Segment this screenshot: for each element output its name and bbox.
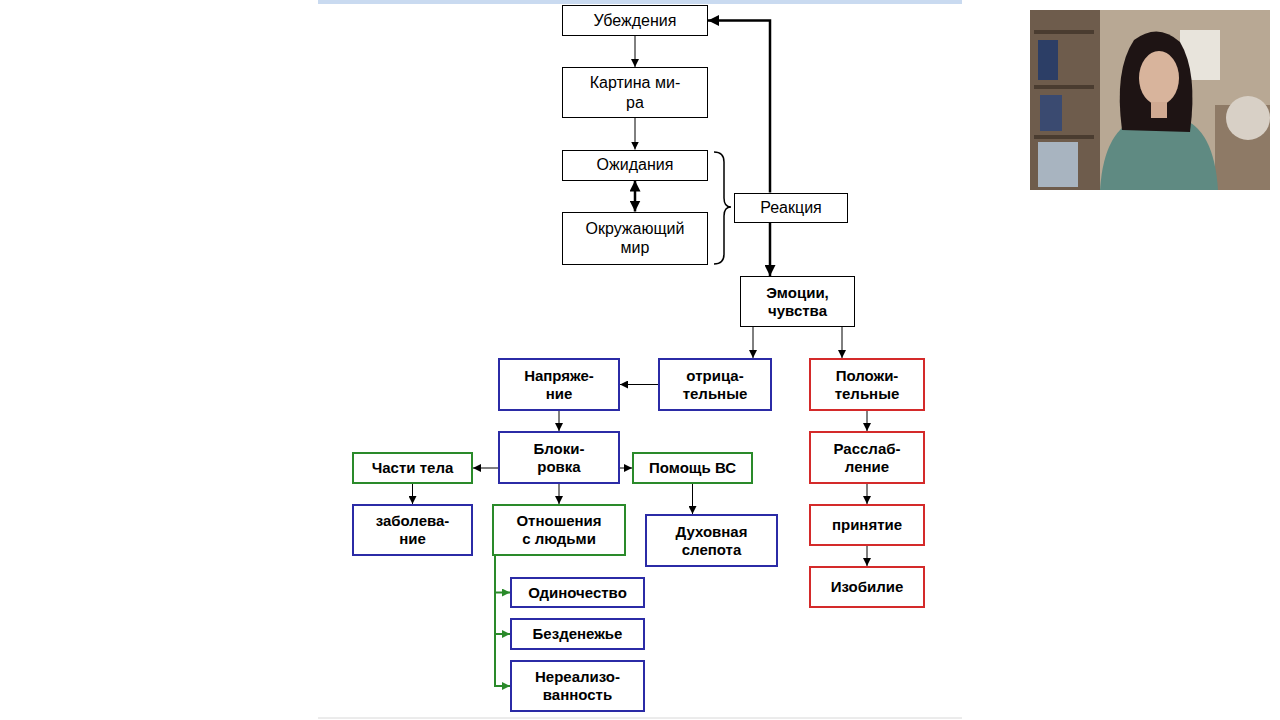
connector-arrow bbox=[495, 556, 510, 593]
box-label: Картина ми- ра bbox=[590, 73, 680, 111]
book-stack bbox=[1038, 142, 1078, 187]
shelf-board bbox=[1034, 135, 1094, 139]
bookshelf bbox=[1030, 10, 1100, 190]
process-box: Части тела bbox=[352, 452, 473, 484]
connector-arrow bbox=[769, 223, 772, 277]
process-box: Положи- тельные bbox=[809, 358, 925, 411]
award-plaque bbox=[1040, 95, 1062, 131]
connector-arrow bbox=[867, 484, 868, 504]
process-box: Напряже- ние bbox=[498, 358, 620, 411]
connector-arrow bbox=[867, 411, 868, 431]
process-box: Окружающий мир bbox=[562, 212, 708, 265]
connector-arrow bbox=[559, 411, 560, 431]
box-label: Убеждения bbox=[594, 11, 677, 30]
process-box: Убеждения bbox=[562, 5, 708, 36]
box-label: отрица- тельные bbox=[683, 367, 748, 403]
process-box: отрица- тельные bbox=[658, 358, 772, 411]
connector-arrow bbox=[473, 468, 498, 469]
process-box: Духовная слепота bbox=[645, 514, 778, 567]
process-box: Изобилие bbox=[809, 566, 925, 608]
box-label: Отношения с людьми bbox=[516, 512, 601, 548]
process-box: Расслаб- ление bbox=[809, 431, 925, 484]
process-box: Эмоции, чувства bbox=[740, 276, 855, 327]
connector-arrow bbox=[635, 36, 636, 67]
connector-arrow bbox=[867, 546, 868, 566]
process-box: Ожидания bbox=[562, 150, 708, 181]
lamp bbox=[1226, 96, 1270, 140]
curly-brace bbox=[714, 152, 731, 264]
box-label: Напряже- ние bbox=[524, 367, 594, 403]
webcam-background bbox=[1030, 10, 1270, 190]
box-label: Ожидания bbox=[597, 155, 674, 174]
box-label: Одиночество bbox=[528, 584, 627, 602]
process-box: Картина ми- ра bbox=[562, 67, 708, 118]
box-label: Блоки- ровка bbox=[534, 440, 585, 476]
slide-top-strip bbox=[318, 0, 962, 4]
box-label: Окружающий мир bbox=[586, 219, 685, 257]
connector-arrow bbox=[559, 484, 560, 504]
connector-arrow bbox=[495, 556, 510, 634]
box-label: Эмоции, чувства bbox=[766, 284, 829, 320]
connector-arrow bbox=[495, 556, 510, 686]
connector-arrow bbox=[412, 484, 413, 504]
box-label: Безденежье bbox=[533, 625, 623, 643]
process-box: Одиночество bbox=[510, 577, 645, 608]
box-label: принятие bbox=[832, 516, 902, 534]
shelf-board bbox=[1034, 85, 1094, 89]
connector-arrow bbox=[635, 118, 636, 150]
connector-arrow bbox=[620, 384, 658, 385]
person-hair bbox=[1120, 31, 1193, 132]
connector-arrow bbox=[753, 327, 754, 358]
process-box: Безденежье bbox=[510, 618, 645, 650]
box-label: Реакция bbox=[760, 198, 822, 217]
connector-arrow bbox=[634, 181, 637, 212]
award-plaque bbox=[1038, 40, 1058, 80]
connector-arrow bbox=[842, 327, 843, 358]
box-label: Помощь ВС bbox=[649, 459, 736, 477]
connector-arrow bbox=[620, 468, 632, 469]
connector-arrow bbox=[692, 484, 693, 514]
webcam-illustration bbox=[1030, 10, 1270, 190]
person-neck bbox=[1151, 102, 1167, 118]
box-label: Нереализо- ванность bbox=[535, 668, 620, 704]
process-box: Отношения с людьми bbox=[492, 504, 626, 556]
box-label: заболева- ние bbox=[376, 512, 450, 548]
box-label: Положи- тельные bbox=[835, 367, 900, 403]
box-label: Части тела bbox=[372, 459, 454, 477]
connector-arrow bbox=[708, 21, 770, 193]
box-label: Духовная слепота bbox=[676, 523, 748, 559]
process-box: заболева- ние bbox=[352, 504, 473, 556]
process-box: Помощь ВС bbox=[632, 452, 753, 484]
process-box: Нереализо- ванность bbox=[510, 660, 645, 712]
shelf-board bbox=[1034, 30, 1094, 34]
slide-bottom-edge bbox=[318, 718, 962, 719]
process-box: принятие bbox=[809, 504, 925, 546]
box-label: Расслаб- ление bbox=[834, 440, 901, 476]
box-label: Изобилие bbox=[831, 578, 904, 596]
process-box: Блоки- ровка bbox=[498, 431, 620, 484]
person-face bbox=[1139, 51, 1179, 105]
process-box: Реакция bbox=[734, 193, 848, 223]
